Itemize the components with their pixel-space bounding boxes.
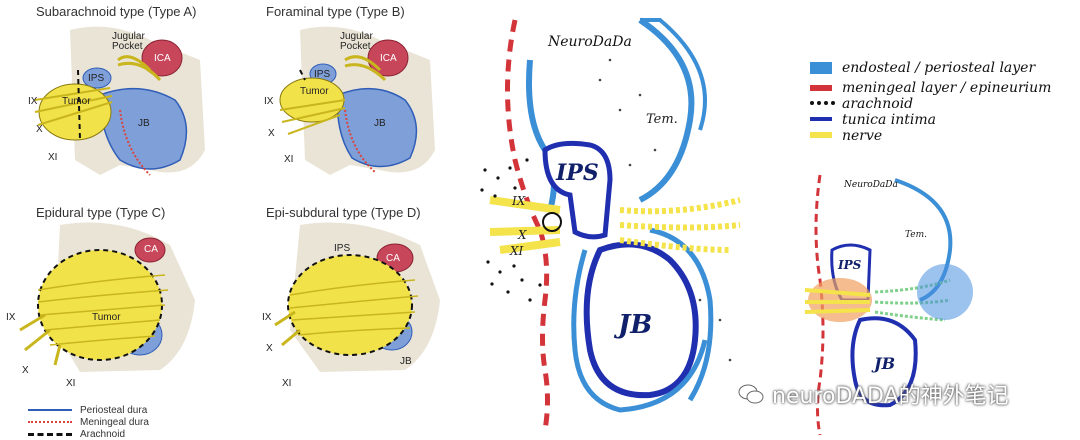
panel-b-label-ix: IX	[264, 96, 274, 107]
panel-a-ips	[82, 67, 112, 89]
panel-d-label-xi: XI	[282, 378, 292, 389]
sketch-legend-nerve: nerve	[842, 128, 883, 144]
panel-d-tumor	[287, 254, 413, 356]
panel-c-illustration	[19, 222, 195, 372]
panel-d-label-ca: CA	[386, 253, 400, 264]
panel-a-illustration	[34, 26, 205, 176]
panel-b-label-tumor: Tumor	[300, 86, 329, 97]
panel-b-jugular-bulb	[336, 87, 418, 168]
sketch-legend-intima: tunica intima	[842, 112, 936, 128]
legend-item-meningeal: Meningeal dura	[28, 416, 149, 428]
sketch-arachnoid-dots	[480, 158, 542, 302]
sketch-label-ips: IPS	[556, 160, 599, 186]
panel-a-label-ix: IX	[28, 96, 38, 107]
panel-c-label-x: X	[22, 365, 29, 376]
legend-item-periosteal: Periosteal dura	[28, 404, 149, 416]
sketch-label-jb: JB	[618, 310, 653, 340]
sketch-periosteal-right	[638, 17, 695, 203]
panel-b-label-x: X	[268, 128, 275, 139]
mini-label-ips: IPS	[838, 258, 862, 272]
dura-legend: Periosteal dura Meningeal dura Arachnoid	[28, 404, 149, 440]
panel-b-label-ica: ICA	[380, 53, 397, 64]
watermark: neuroDADA的神外笔记	[738, 378, 1009, 410]
panel-b-label-xi: XI	[284, 154, 294, 165]
mini-illustration	[804, 174, 973, 436]
panel-a-label-x: X	[36, 124, 43, 135]
panel-d-label-ix: IX	[262, 312, 272, 323]
panel-c-title: Epidural type (Type C)	[36, 205, 166, 220]
panel-a-label-ica: ICA	[154, 53, 171, 64]
mini-signature: NeuroDaDa	[844, 180, 898, 190]
sketch-label-tem: Tem.	[646, 112, 678, 127]
panel-a-tumor	[38, 83, 112, 141]
sketch-signature: NeuroDaDa	[548, 34, 632, 50]
panel-c-label-xi: XI	[66, 378, 76, 389]
legend-item-arachnoid: Arachnoid	[28, 428, 149, 440]
panel-a-label-tumor: Tumor	[62, 96, 91, 107]
sketch-legend-arachnoid: arachnoid	[842, 96, 914, 112]
panel-c-ca	[134, 237, 166, 263]
panel-c-label-ca: CA	[144, 244, 158, 255]
sketch-nerves-right	[619, 197, 741, 253]
panel-d-label-jb: JB	[400, 356, 412, 367]
sketch-jb-vessel	[583, 241, 699, 399]
mini-label-jb: JB	[874, 354, 896, 373]
mini-blue-zone	[917, 264, 973, 320]
sketch-ips-vessel	[542, 140, 613, 240]
panel-d-label-ips: IPS	[334, 243, 351, 254]
mini-label-tem: Tem.	[905, 230, 928, 240]
sketch-label-ix: IX	[512, 194, 526, 208]
panel-d-label-x: X	[266, 343, 273, 354]
panel-b-label-jugular-pocket: Jugular Pocket	[340, 31, 373, 52]
panel-b-title: Foraminal type (Type B)	[266, 4, 405, 19]
panel-b-illustration	[279, 26, 435, 175]
sketch-periosteal-left	[526, 59, 557, 211]
sketch-legend-swatches	[810, 62, 835, 138]
watermark-text: neuroDADA的神外笔记	[772, 384, 1009, 409]
panel-a-label-jugular-pocket: Jugular Pocket	[112, 31, 145, 52]
panel-d-title: Epi-subdural type (Type D)	[266, 205, 421, 220]
panel-d-illustration	[274, 222, 440, 372]
panel-a-label-ips: IPS	[88, 73, 105, 84]
panel-a-ica	[141, 39, 183, 77]
panel-c-label-ix: IX	[6, 312, 16, 323]
sketch-illustration	[480, 17, 741, 431]
panel-c-tumor	[37, 249, 163, 361]
panel-c-label-tumor: Tumor	[92, 312, 121, 323]
sketch-legend-endosteal: endosteal / periosteal layer	[842, 60, 1036, 76]
sketch-legend-meningeal: meningeal layer / epineurium	[842, 80, 1052, 96]
mini-jb-vessel	[850, 316, 918, 408]
panel-b-label-ips: IPS	[314, 69, 331, 80]
chat-icon	[738, 384, 764, 404]
sketch-label-x: X	[518, 228, 527, 242]
sketch-label-xi: XI	[510, 244, 524, 258]
panel-a-jugular-bulb	[99, 87, 188, 170]
panel-b-label-jb: JB	[374, 118, 386, 129]
panel-a-label-xi: XI	[48, 152, 58, 163]
panel-a-title: Subarachnoid type (Type A)	[36, 4, 197, 19]
panel-a-label-jb: JB	[138, 118, 150, 129]
